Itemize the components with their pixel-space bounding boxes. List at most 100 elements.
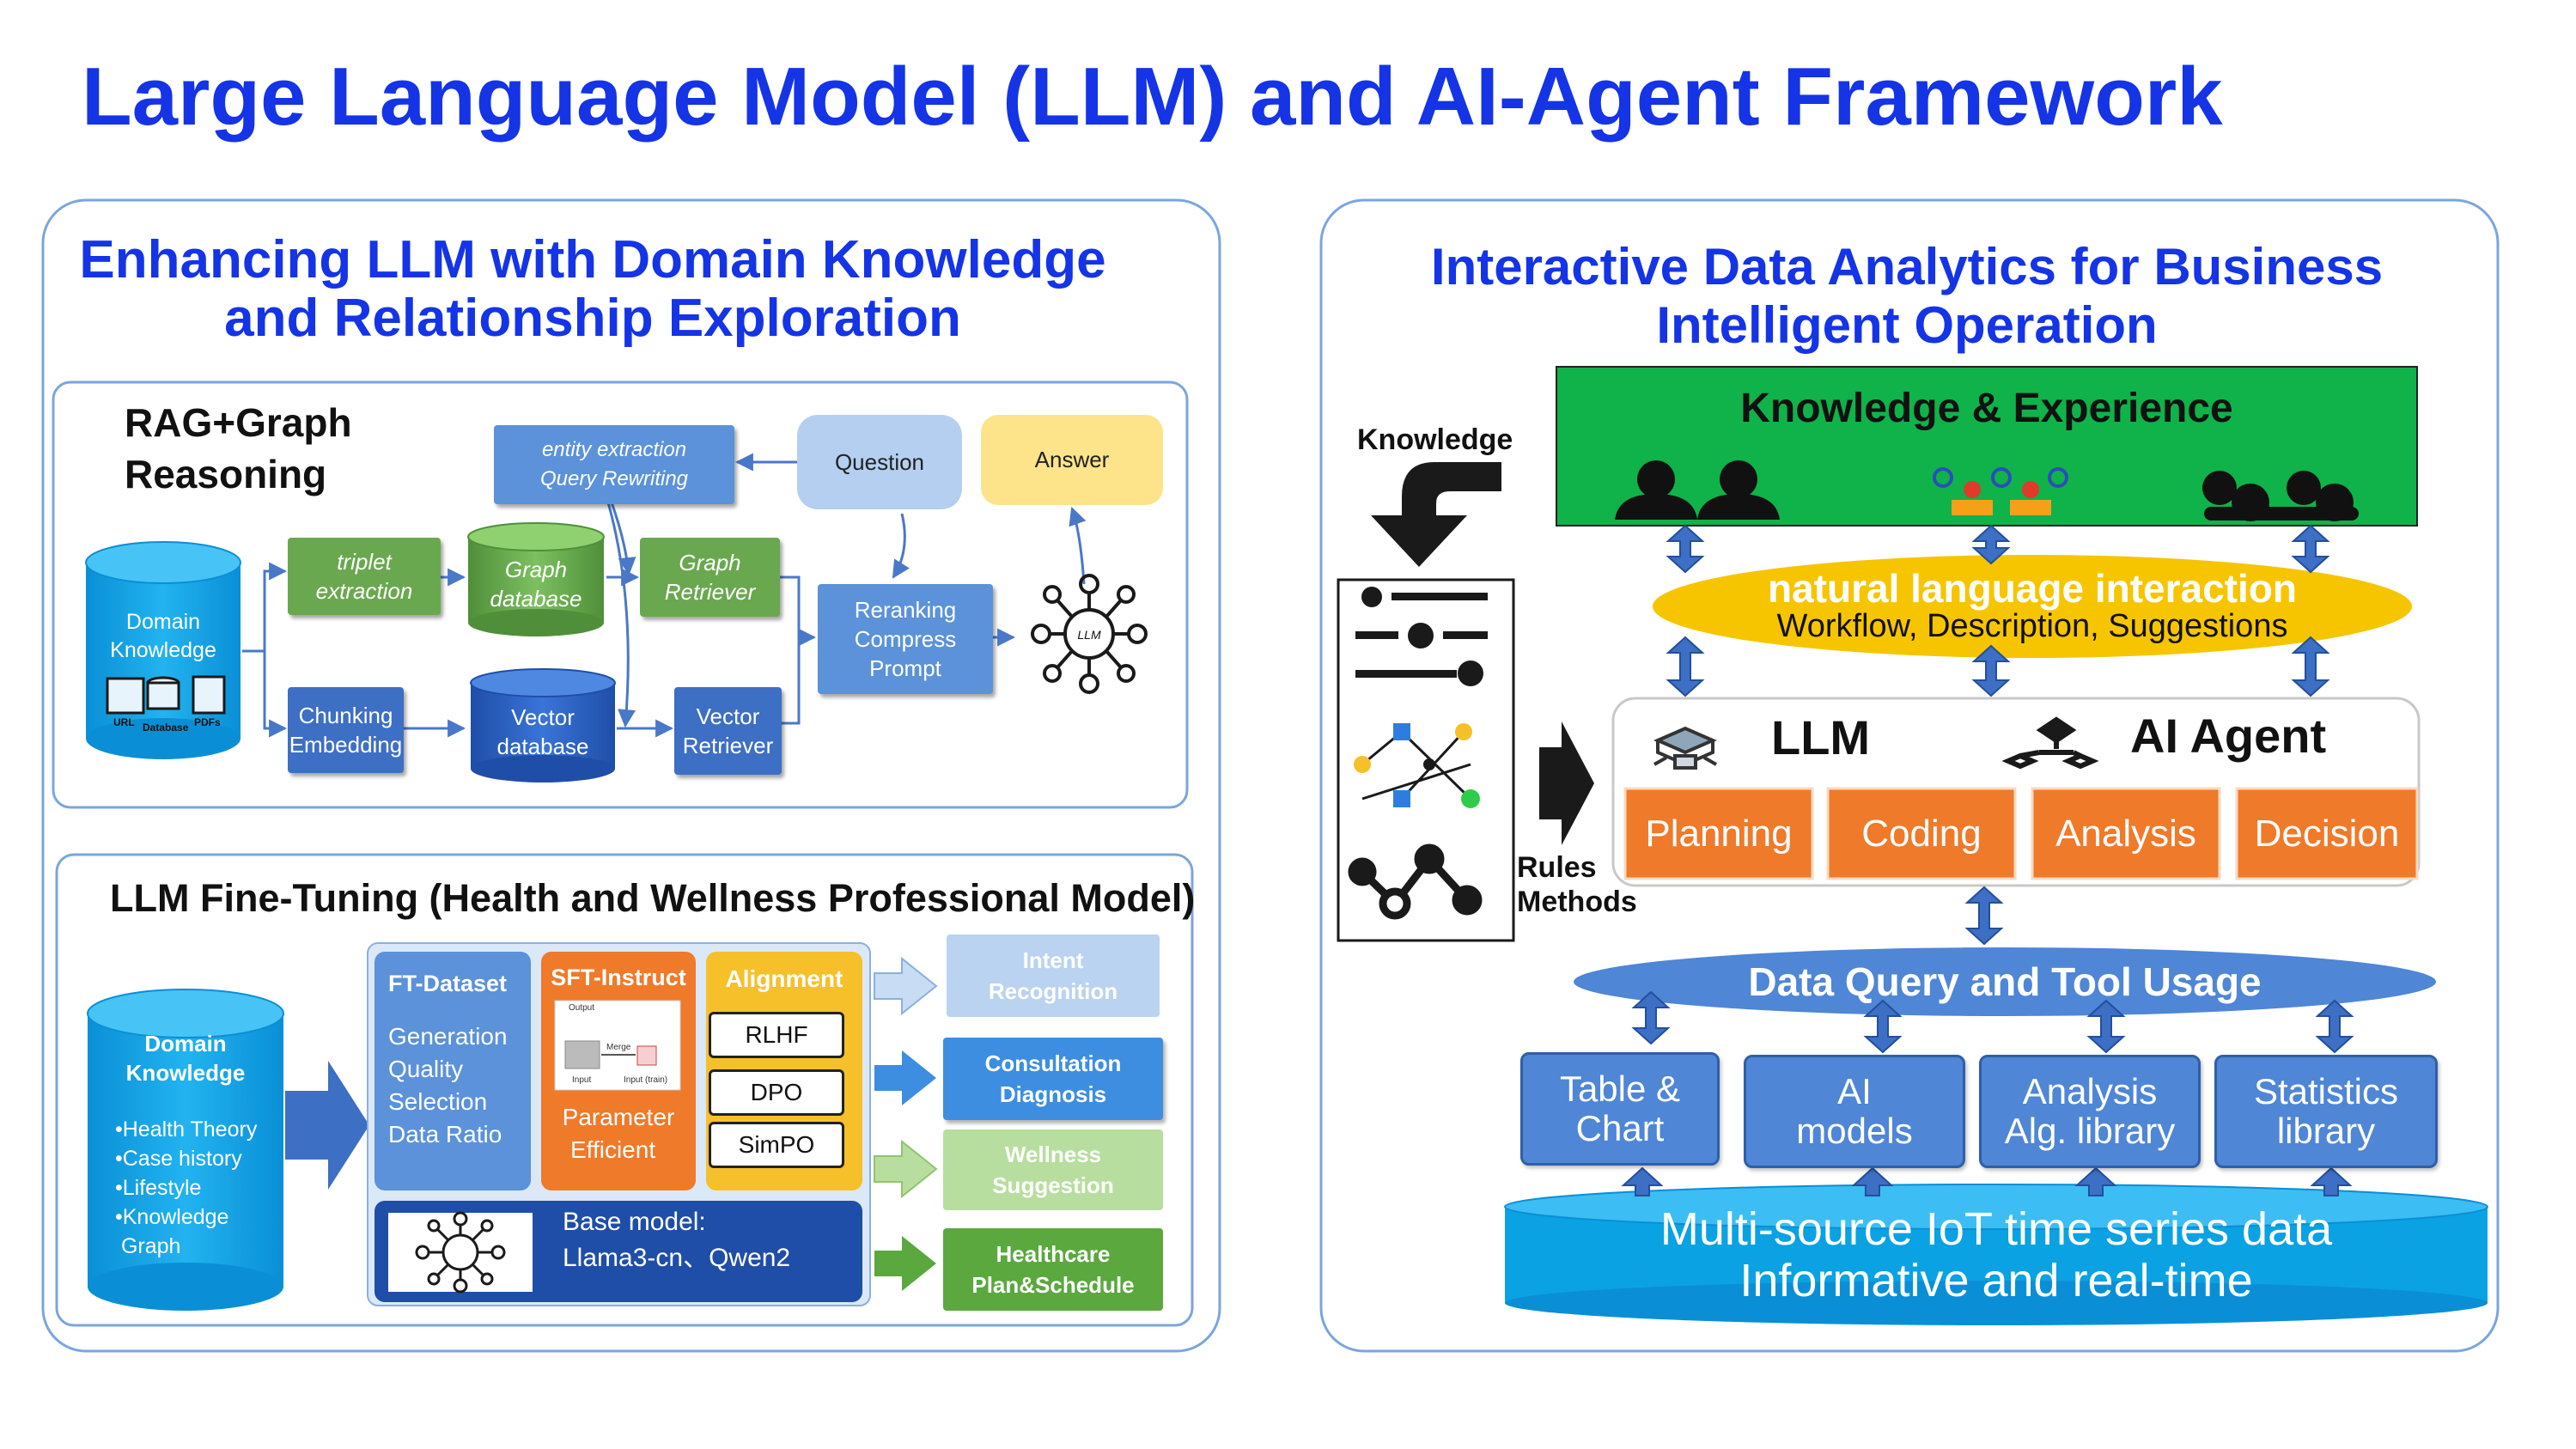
action-analysis: Analysis <box>2055 812 2196 855</box>
rules-methods-label: Rules Methods <box>1517 850 1637 919</box>
ft-dataset-items: Generation Quality Selection Data Ratio <box>388 1020 508 1151</box>
vectorret-line2: Retriever <box>682 733 774 758</box>
out-consult-line1: Consultation <box>984 1050 1122 1076</box>
ft-dataset-item-0: Generation <box>388 1023 508 1050</box>
vectorret-line1: Vector <box>696 703 760 729</box>
graphret-line1: Graph <box>679 550 741 575</box>
rag-heading-line2: Reasoning <box>125 452 327 496</box>
rules-arrow <box>1539 721 1594 845</box>
vectordb-line1: Vector <box>511 704 575 730</box>
ft-bullet-0: •Health Theory <box>115 1117 258 1142</box>
ke-box <box>1556 366 2418 527</box>
tool-statistics-library: Statistics library <box>2214 1055 2438 1168</box>
rules-line1: Rules <box>1517 851 1597 884</box>
sft-img-merge: Merge <box>606 1043 631 1052</box>
ft-dataset-item-1: Quality <box>388 1056 464 1082</box>
sft-line1: Parameter <box>562 1104 675 1130</box>
tool-analysis-library: Analysis Alg. library <box>1979 1055 2201 1168</box>
sft-img-input: Input <box>572 1075 592 1085</box>
vector-database-cylinder <box>470 668 616 782</box>
ft-domain-cylinder <box>87 989 284 1311</box>
align-rlhf: RLHF <box>709 1012 844 1058</box>
align-simpo: SimPO <box>709 1122 844 1168</box>
tool-1-line2: models <box>1796 1111 1913 1151</box>
action-decision: Decision <box>2254 812 2400 855</box>
triplet-extraction-box: triplet extraction <box>288 538 441 615</box>
ke-title: Knowledge & Experience <box>1740 385 2233 431</box>
agent-label: AI Agent <box>2130 709 2327 763</box>
tool-2-line1: Analysis <box>2022 1071 2158 1111</box>
vectordb-line2: database <box>496 734 589 759</box>
rerank-line3: Prompt <box>869 655 941 681</box>
dq-ellipse <box>1574 947 2436 1016</box>
rag-domain-label: Domain Knowledge <box>86 606 241 667</box>
llm-label: LLM <box>1771 710 1871 764</box>
sft-img-output: Output <box>569 1003 595 1013</box>
rerank-line2: Compress <box>854 626 957 652</box>
llm-cube-icon <box>1653 726 1717 770</box>
ft-big-arrow <box>285 1061 369 1190</box>
ft-bullet-2: •Lifestyle <box>115 1176 202 1200</box>
ft-dataset-item-2: Selection <box>388 1088 488 1115</box>
output-healthcare: Healthcare Plan&Schedule <box>943 1228 1163 1311</box>
out-health-line1: Healthcare <box>996 1241 1111 1267</box>
graphdb-line2: database <box>490 586 582 612</box>
tool-1-line1: AI <box>1837 1071 1872 1111</box>
knowledge-label: Knowledge <box>1357 423 1513 456</box>
entity-extraction-box: entity extraction Query Rewriting <box>494 425 734 504</box>
nli-title: natural language interaction <box>1768 566 2297 611</box>
rerank-line1: Reranking <box>854 597 957 623</box>
rules-line2: Methods <box>1517 886 1637 918</box>
tool-0-line1: Table & <box>1559 1068 1681 1109</box>
ft-bullet-4: Graph <box>115 1234 181 1258</box>
rag-domain-cylinder <box>85 541 241 759</box>
iot-text: Multi-source IoT time series data Inform… <box>1505 1202 2488 1307</box>
up-arrows <box>1621 1166 2353 1196</box>
out-consult-line2: Diagnosis <box>999 1081 1107 1107</box>
action-coding: Coding <box>1861 812 1982 855</box>
out-intent-line2: Recognition <box>988 978 1118 1004</box>
rag-panel <box>52 381 1189 809</box>
ft-dataset-box <box>375 952 531 1190</box>
main-title: Large Language Model (LLM) and AI-Agent … <box>82 51 2223 143</box>
question-box: Question <box>797 415 962 509</box>
people-icons <box>1615 460 2359 521</box>
graph-retriever-box: Graph Retriever <box>640 538 780 617</box>
rag-connectors <box>242 453 1087 738</box>
ft-dataset-item-3: Data Ratio <box>388 1121 502 1148</box>
rag-domain-line2: Knowledge <box>110 638 216 662</box>
rag-url-label: URL <box>113 716 135 728</box>
sft-line2: Efficient <box>570 1136 656 1163</box>
ft-bullet-3: •Knowledge <box>115 1205 229 1229</box>
ft-heading: LLM Fine-Tuning (Health and Wellness Pro… <box>110 876 1196 920</box>
ft-panel <box>55 853 1194 1327</box>
triplet-line1: triplet <box>337 549 392 575</box>
nli-ellipse <box>1653 555 2412 658</box>
chunking-embedding-box: Chunking Embedding <box>288 687 404 773</box>
graph-database-cylinder <box>467 522 605 636</box>
base-line2: Llama3-cn、Qwen2 <box>563 1244 791 1272</box>
dq-title: Data Query and Tool Usage <box>1748 959 2262 1004</box>
base-line1: Base model: <box>563 1208 706 1236</box>
entity-line2: Query Rewriting <box>539 467 689 490</box>
llm-network-icon <box>1031 574 1148 694</box>
tool-ai-models: AI models <box>1744 1055 1965 1168</box>
line-chart-icon <box>1348 843 1483 920</box>
left-title-line2: and Relationship Exploration <box>224 289 961 348</box>
right-title-line1: Interactive Data Analytics for Business <box>1430 238 2384 295</box>
action-planning: Planning <box>1645 812 1793 855</box>
align-dpo: DPO <box>709 1069 844 1116</box>
tool-table-chart: Table & Chart <box>1520 1052 1720 1166</box>
ft-bullet-1: •Case history <box>115 1147 242 1171</box>
left-title-line1: Enhancing LLM with Domain Knowledge <box>79 230 1106 289</box>
output-consultation: Consultation Diagnosis <box>943 1038 1163 1120</box>
chunking-line2: Embedding <box>289 732 403 758</box>
iot-line1: Multi-source IoT time series data <box>1659 1203 2333 1255</box>
sft-text: Parameter Efficient <box>541 1101 696 1166</box>
ft-output-arrows <box>874 956 938 1291</box>
sft-img-input-train: Input (train) <box>624 1075 668 1085</box>
entity-line1: entity extraction <box>541 438 687 461</box>
team-icons <box>1933 467 2068 515</box>
